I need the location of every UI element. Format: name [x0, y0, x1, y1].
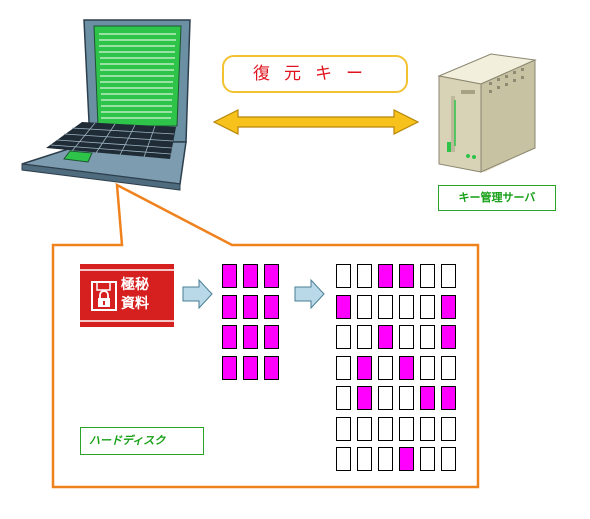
encrypted-block	[378, 294, 393, 319]
original-block	[222, 355, 237, 380]
encrypted-block	[357, 325, 372, 349]
encrypted-block	[399, 416, 414, 441]
laptop-icon	[21, 19, 191, 191]
encrypted-block	[357, 355, 372, 380]
encrypted-block	[336, 264, 351, 288]
original-block	[264, 294, 279, 319]
original-block	[243, 355, 258, 380]
encrypted-block	[336, 416, 351, 441]
original-block	[264, 264, 279, 288]
hard-disk-label: ハードディスク	[80, 427, 204, 455]
original-block	[222, 325, 237, 349]
original-block	[243, 294, 258, 319]
encrypted-block	[378, 447, 393, 471]
encrypted-block	[336, 294, 351, 319]
original-block	[243, 325, 258, 349]
floppy-lock-icon	[91, 281, 117, 311]
server-icon	[437, 53, 537, 173]
encrypted-block	[420, 355, 435, 380]
original-block	[264, 325, 279, 349]
encrypted-block	[441, 294, 456, 319]
encrypted-block	[441, 386, 456, 410]
encrypted-block	[441, 264, 456, 288]
encrypted-block	[420, 325, 435, 349]
encrypted-block	[399, 294, 414, 319]
encrypted-block	[420, 264, 435, 288]
encrypted-block	[336, 447, 351, 471]
encrypted-block	[378, 325, 393, 349]
encrypted-block	[378, 416, 393, 441]
encrypted-block	[399, 355, 414, 380]
encrypted-block	[378, 264, 393, 288]
encrypted-block	[357, 416, 372, 441]
encrypted-block	[336, 355, 351, 380]
encrypted-block	[420, 416, 435, 441]
recovery-key-label: 復元キー	[222, 55, 408, 93]
original-block	[243, 264, 258, 288]
confidential-document-badge: 極秘 資料	[80, 264, 174, 327]
flow-arrow-icon-2	[294, 279, 325, 309]
encrypted-block	[420, 447, 435, 471]
secret-text-line1: 極秘	[121, 277, 149, 293]
encrypted-block	[357, 447, 372, 471]
original-block	[222, 264, 237, 288]
encrypted-block	[378, 386, 393, 410]
encrypted-block	[357, 264, 372, 288]
encrypted-block	[378, 355, 393, 380]
secret-text-line2: 資料	[121, 296, 149, 312]
original-block	[264, 355, 279, 380]
encrypted-block	[357, 386, 372, 410]
double-arrow-icon	[212, 109, 420, 135]
encrypted-block	[441, 355, 456, 380]
encrypted-block	[441, 325, 456, 349]
encrypted-block	[420, 294, 435, 319]
badge-stripes	[80, 269, 174, 322]
encrypted-block	[441, 416, 456, 441]
encrypted-block	[357, 294, 372, 319]
encrypted-block	[336, 386, 351, 410]
encrypted-block	[441, 447, 456, 471]
key-server-label: キー管理サーバ	[438, 185, 556, 211]
encrypted-block	[399, 325, 414, 349]
encrypted-block	[399, 264, 414, 288]
encrypted-block	[399, 447, 414, 471]
flow-arrow-icon	[182, 279, 213, 309]
encrypted-block	[399, 386, 414, 410]
encrypted-block	[336, 325, 351, 349]
encrypted-block	[420, 386, 435, 410]
original-block	[222, 294, 237, 319]
